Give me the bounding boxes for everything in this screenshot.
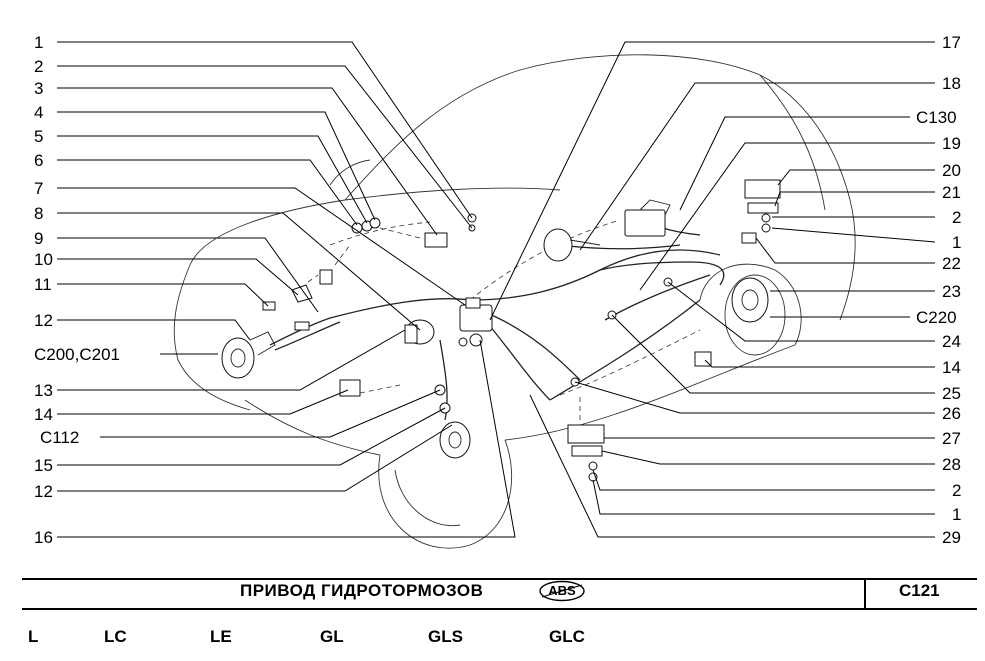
variant-label: LE <box>210 627 232 646</box>
variant-label: GLC <box>549 627 585 646</box>
callout-label: 12 <box>34 482 53 501</box>
diagram-code: C121 <box>899 581 940 600</box>
brake-pipes <box>269 214 725 421</box>
assembly-arrows <box>307 227 581 420</box>
vehicle-outline <box>173 54 856 549</box>
callout-label: 18 <box>942 74 961 93</box>
callout-label: 3 <box>34 79 43 98</box>
callout-label: 24 <box>942 332 961 351</box>
callout-label: 13 <box>34 381 53 400</box>
callout-label: 2 <box>952 208 961 227</box>
brake-booster-assembly <box>404 319 435 345</box>
callout-label: C112 <box>40 428 79 447</box>
rear-right-brake <box>731 277 769 323</box>
diagram-title: ПРИВОД ГИДРОТОРМОЗОВ <box>240 581 484 600</box>
callout-label: 10 <box>34 250 53 269</box>
callout-label: 11 <box>34 275 52 294</box>
variant-label: L <box>28 627 39 646</box>
variant-label: GL <box>320 627 344 646</box>
callout-label: 9 <box>34 229 43 248</box>
callout-label: 25 <box>942 384 961 403</box>
callout-labels-left: 1 2 3 4 5 6 7 8 9 10 11 12 C200,C201 13 … <box>34 33 120 547</box>
leader-lines-left <box>57 41 516 538</box>
callout-label: 2 <box>952 481 961 500</box>
callout-labels-right: 17 18 C130 19 20 21 2 1 22 23 C220 24 14… <box>916 33 961 547</box>
callout-label: C130 <box>916 108 957 127</box>
callout-label: 1 <box>952 233 961 252</box>
callout-label: 14 <box>34 405 53 424</box>
variant-label: GLS <box>428 627 463 646</box>
callout-label: 4 <box>34 103 43 122</box>
abs-badge: ABS <box>538 580 586 602</box>
callout-label: 2 <box>34 57 43 76</box>
leader-lines-right <box>489 41 936 538</box>
callout-label: 17 <box>942 33 961 52</box>
callout-label: 16 <box>34 528 53 547</box>
callout-label: 7 <box>34 179 43 198</box>
callout-label: 26 <box>942 404 961 423</box>
callout-label: 6 <box>34 151 43 170</box>
callout-label: 22 <box>942 254 961 273</box>
abs-hydraulic-unit <box>459 297 493 347</box>
callout-label: C200,C201 <box>34 345 120 364</box>
callout-label: 12 <box>34 311 53 330</box>
callout-label: C220 <box>916 308 957 327</box>
callout-label: 23 <box>942 282 961 301</box>
callout-label: 27 <box>942 429 961 448</box>
callout-label: 28 <box>942 455 961 474</box>
front-right-brake-disc <box>439 421 471 459</box>
callout-label: 1 <box>34 33 43 52</box>
callout-label: 1 <box>952 505 961 524</box>
title-block-frame <box>22 578 977 610</box>
title-separator <box>864 578 866 610</box>
callout-label: 14 <box>942 358 961 377</box>
variant-label: LC <box>104 627 127 646</box>
abs-badge-label: ABS <box>548 583 576 598</box>
front-left-brake-disc <box>221 331 276 379</box>
callout-label: 15 <box>34 456 53 475</box>
rear-pressure-regulator <box>624 199 671 237</box>
callout-label: 20 <box>942 161 961 180</box>
callout-label: 29 <box>942 528 961 547</box>
abs-oval-icon <box>539 580 585 602</box>
callout-label: 8 <box>34 204 43 223</box>
mounting-bracket-parts <box>262 179 781 482</box>
callout-label: 21 <box>942 183 961 202</box>
callout-label: 5 <box>34 127 43 146</box>
callout-label: 19 <box>942 134 961 153</box>
